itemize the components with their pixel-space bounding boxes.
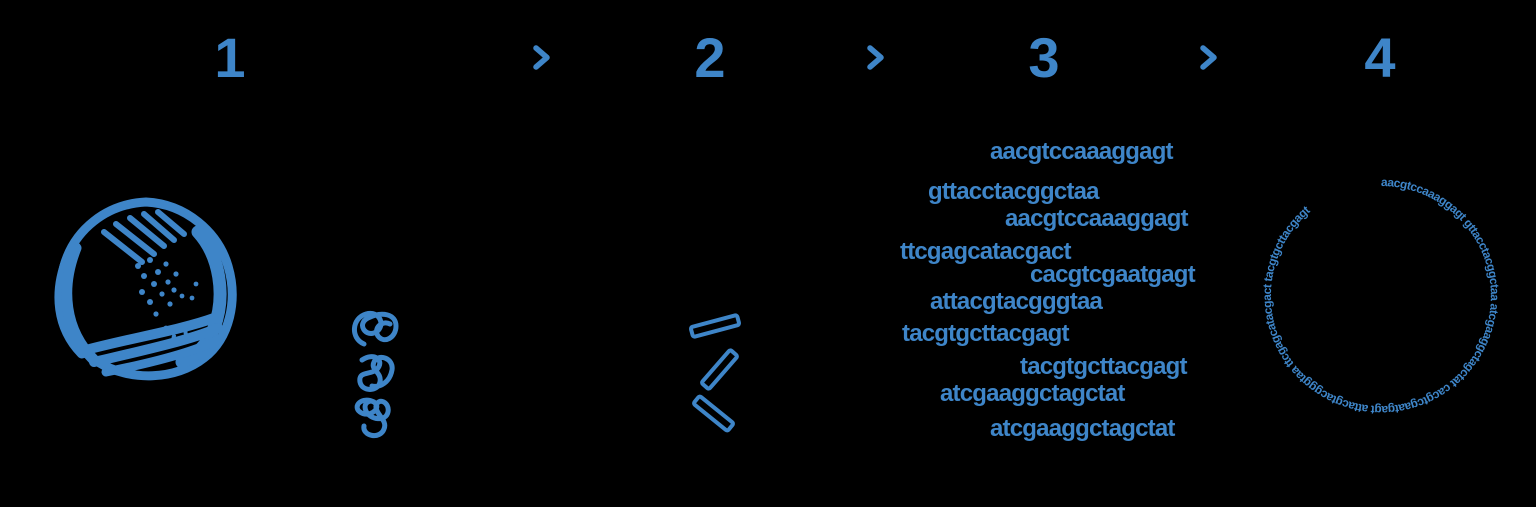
svg-text:aacgtccaaaggagt gttacctacggct: aacgtccaaaggagt gttacctacggctaa atcgaagg… (1261, 176, 1501, 416)
sequence-read: ttcgagcatacgact (900, 238, 1072, 265)
sequence-read: atcgaaggctagctat (940, 380, 1125, 407)
hand-drawn-cell-icon (54, 197, 237, 381)
circular-genome-ring-icon: aacgtccaaaggagt gttacctacggctaa atcgaagg… (1261, 176, 1501, 416)
cell-speckles (135, 257, 199, 331)
sequence-read: aacgtccaaaggagt (990, 138, 1174, 165)
sequence-read: tacgtgcttacgagt (902, 320, 1070, 347)
step-1-number: 1 (214, 26, 246, 89)
sequence-read: tacgtgcttacgagt (1020, 353, 1188, 380)
step-2-number: 2 (694, 26, 726, 89)
sequence-read: cacgtcgaatgagt (1030, 261, 1196, 288)
sequence-read: atcgaaggctagctat (990, 415, 1175, 442)
step-3-number: 3 (1028, 26, 1060, 89)
sequence-read: gttacctacggctaa (928, 178, 1100, 205)
dna-fragments-icon (688, 313, 742, 433)
sequence-read: attacgtacgggtaa (930, 288, 1103, 315)
sequence-read: aacgtccaaaggagt (1005, 205, 1189, 232)
genome-ring-sequence: aacgtccaaaggagt gttacctacggctaa atcgaagg… (1261, 176, 1501, 416)
tangled-dna-loops-icon (352, 310, 399, 439)
chevron-right-icon (867, 45, 884, 70)
chevron-right-icon (533, 45, 550, 70)
step-4-number: 4 (1364, 26, 1396, 89)
chevron-right-icon (1200, 45, 1217, 70)
